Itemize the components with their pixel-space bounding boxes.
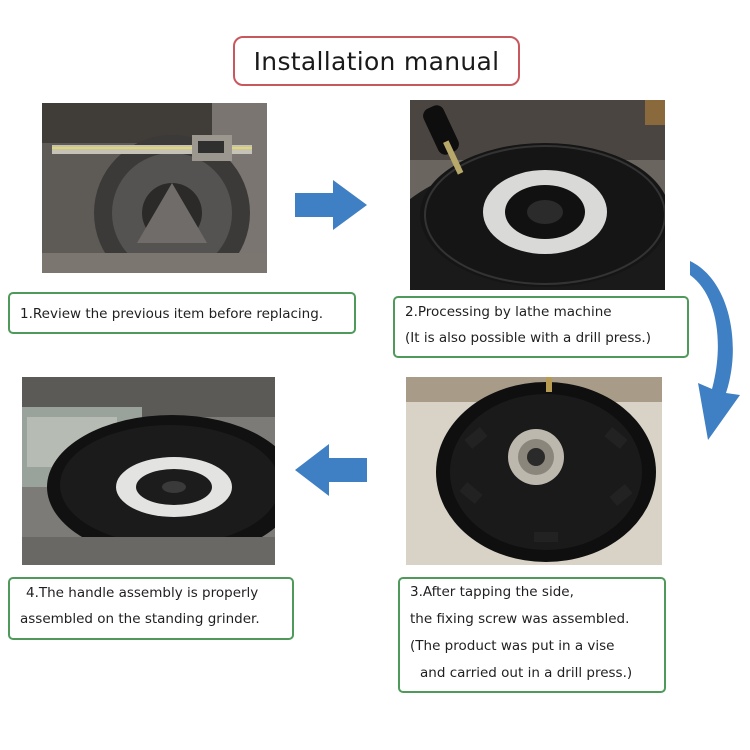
step-4-caption: 4.The handle assembly is properly assemb… bbox=[8, 577, 294, 640]
step-2-caption: 2.Processing by lathe machine (It is als… bbox=[393, 296, 689, 358]
step-1-caption-line: 1.Review the previous item before replac… bbox=[20, 306, 324, 322]
step-2-photo bbox=[410, 100, 665, 290]
step-3-caption-line: 3.After tapping the side, bbox=[410, 584, 574, 600]
step-2-caption-line: 2.Processing by lathe machine bbox=[405, 304, 612, 320]
step-3-photo bbox=[406, 377, 662, 565]
curved-arrow-down-icon bbox=[690, 255, 742, 440]
step-1-photo bbox=[42, 103, 267, 273]
step-2-caption-line: (It is also possible with a drill press.… bbox=[405, 330, 651, 346]
step-3-caption-line: the fixing screw was assembled. bbox=[410, 611, 630, 627]
step-3-caption-line: and carried out in a drill press.) bbox=[420, 665, 633, 681]
step-3-caption-line: (The product was put in a vise bbox=[410, 638, 615, 654]
step-3-caption: 3.After tapping the side, the fixing scr… bbox=[398, 577, 666, 693]
page-title-text: Installation manual bbox=[253, 46, 500, 76]
step-4-caption-line: 4.The handle assembly is properly bbox=[26, 585, 259, 601]
step-4-caption-line: assembled on the standing grinder. bbox=[20, 611, 260, 627]
step-1-caption: 1.Review the previous item before replac… bbox=[8, 292, 356, 334]
arrow-left-icon bbox=[295, 444, 367, 496]
arrow-right-icon bbox=[295, 180, 367, 230]
page-title: Installation manual bbox=[233, 36, 520, 86]
step-4-photo bbox=[22, 377, 275, 565]
